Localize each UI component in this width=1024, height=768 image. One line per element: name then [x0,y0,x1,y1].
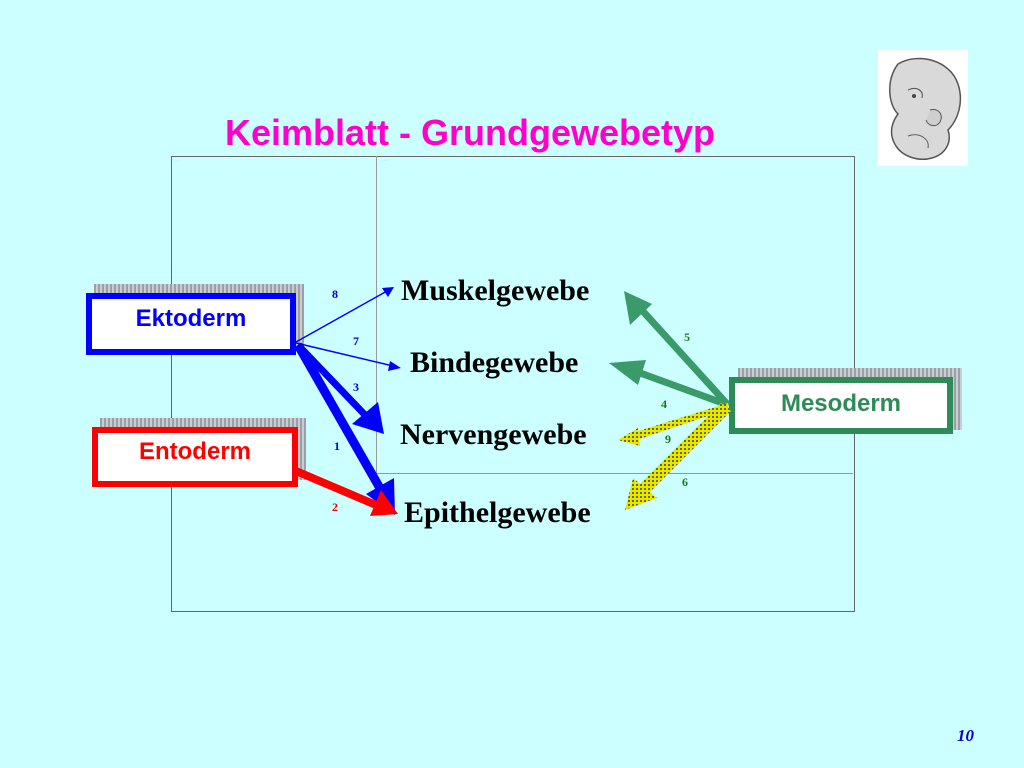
tissue-muskelgewebe: Muskelgewebe [401,274,590,307]
arrow-number-2: 2 [332,500,338,514]
tissue-bindegewebe: Bindegewebe [410,346,579,379]
ektoderm-box: Ektoderm [86,293,296,355]
arrow-4-mesoderm-binde [609,360,730,409]
entoderm-box: Entoderm [92,427,298,487]
tissue-epithelgewebe: Epithelgewebe [404,496,591,529]
tissue-nervengewebe: Nervengewebe [400,418,587,451]
arrow-2-entoderm-epithel [294,467,398,516]
arrow-number-4: 4 [661,397,667,411]
arrow-8-ektoderm-muskel [295,287,394,343]
mesoderm-label: Mesoderm [780,389,902,417]
arrow-9-mesoderm-nerven [618,403,729,446]
ektoderm-label: Ektoderm [135,305,247,332]
arrow-number-7: 7 [353,334,359,348]
arrow-number-8: 8 [332,287,338,301]
arrow-7-ektoderm-binde [295,342,401,371]
embryo-illustration [878,50,968,166]
arrow-6-mesoderm-epithel [625,403,731,510]
arrow-number-5: 5 [684,330,690,344]
frame-fineprint-left: · · · · · [174,158,183,162]
slide-title: Keimblatt - Grundgewebetyp [225,112,716,153]
page-number: 10 [957,726,974,745]
arrow-number-6: 6 [682,475,688,489]
frame-divider-horizontal [376,473,853,474]
frame-divider-vertical [376,156,377,474]
entoderm-label: Entoderm [138,438,251,465]
arrow-5-mesoderm-muskel [624,291,731,408]
arrow-number-3: 3 [353,380,359,394]
mesoderm-box: Mesoderm [729,377,953,434]
arrow-number-9: 9 [665,432,671,446]
frame-fineprint-right: · · · · · [380,158,389,162]
arrow-number-1: 1 [334,439,340,453]
